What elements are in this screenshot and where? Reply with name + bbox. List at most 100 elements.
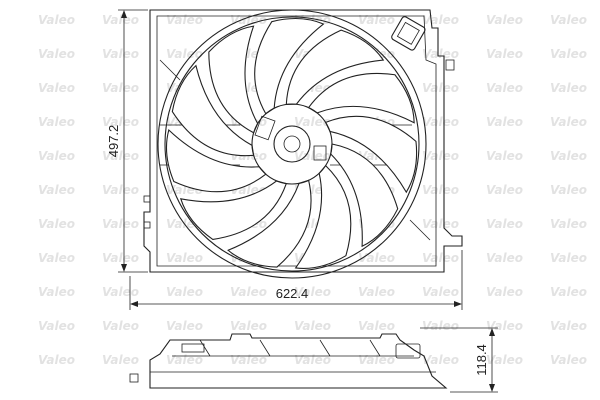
fan-blade	[254, 17, 325, 115]
watermark-text: Valeo	[422, 81, 459, 95]
watermark-text: Valeo	[102, 13, 139, 27]
motor-label-plate	[254, 115, 276, 141]
watermark-text: Valeo	[102, 217, 139, 231]
fan-ring-inner	[164, 16, 420, 272]
watermark-text: Valeo	[486, 115, 523, 129]
fan-blade	[294, 164, 352, 269]
fan-blade	[179, 180, 288, 240]
side-mounting-tab	[129, 373, 139, 383]
side-motor-mount	[181, 343, 205, 353]
watermark-text: Valeo	[358, 13, 395, 27]
motor-shaft	[283, 135, 301, 153]
watermark-text: Valeo	[422, 285, 459, 299]
watermark-text: Valeo	[38, 149, 75, 163]
watermark-text: Valeo	[230, 353, 267, 367]
dimension-depth-label: 118.4	[474, 344, 489, 376]
dimension-height: 497.2	[106, 9, 148, 273]
watermark-text: Valeo	[358, 353, 395, 367]
watermark-text: Valeo	[102, 115, 139, 129]
watermark-text: Valeo	[422, 183, 459, 197]
watermark-text: Valeo	[38, 251, 75, 265]
motor-connector	[313, 145, 327, 161]
watermark-text: Valeo	[422, 217, 459, 231]
watermark-text: Valeo	[294, 353, 331, 367]
watermark-text: Valeo	[166, 285, 203, 299]
watermark-text: Valeo	[166, 47, 203, 61]
dimension-width-label: 622.4	[276, 286, 309, 301]
watermark-text: Valeo	[422, 319, 459, 333]
watermark-text: Valeo	[102, 47, 139, 61]
watermark-text: Valeo	[422, 115, 459, 129]
watermark-text: Valeo	[550, 251, 587, 265]
watermark-text: Valeo	[486, 149, 523, 163]
watermark-text: Valeo	[550, 115, 587, 129]
watermark-text: Valeo	[486, 319, 523, 333]
side-view	[129, 333, 448, 389]
fan-blade	[165, 128, 267, 193]
watermark-text: Valeo	[166, 251, 203, 265]
watermark-text: Valeo	[358, 251, 395, 265]
side-connector	[395, 343, 421, 359]
motor-hub	[273, 125, 311, 163]
fan-blade	[307, 72, 415, 124]
watermark-text: Valeo	[486, 285, 523, 299]
watermark-text: Valeo	[358, 319, 395, 333]
watermark-text: Valeo	[550, 13, 587, 27]
side-shroud-body	[149, 333, 448, 389]
watermark-text: Valeo	[486, 81, 523, 95]
watermark-text: Valeo	[294, 149, 331, 163]
watermark-text: Valeo	[38, 81, 75, 95]
watermark-text: Valeo	[230, 319, 267, 333]
watermark-text: Valeo	[38, 13, 75, 27]
watermark-text: Valeo	[550, 353, 587, 367]
watermark-text: Valeo	[230, 13, 267, 27]
motor-housing	[251, 103, 333, 185]
dimension-height-label: 497.2	[106, 125, 121, 158]
fan-blade	[227, 179, 312, 268]
front-view	[143, 9, 463, 279]
watermark-text: Valeo	[294, 115, 331, 129]
watermark-text: Valeo	[486, 47, 523, 61]
watermark-text: Valeo	[102, 81, 139, 95]
watermark-text: Valeo	[38, 183, 75, 197]
watermark-text: Valeo	[550, 285, 587, 299]
watermark-text: Valeo	[38, 285, 75, 299]
watermark-text: Valeo	[102, 251, 139, 265]
fan-blade	[330, 143, 399, 248]
fan-ring-outer	[157, 9, 427, 279]
fan-blade	[324, 115, 418, 194]
watermark-text: Valeo	[102, 183, 139, 197]
watermark-text: Valeo	[38, 319, 75, 333]
watermark-text: Valeo	[230, 285, 267, 299]
shroud-frame	[143, 9, 463, 273]
watermark-text: Valeo	[486, 183, 523, 197]
watermark-text: Valeo	[422, 353, 459, 367]
watermark-text: Valeo	[550, 81, 587, 95]
mounting-tab	[143, 195, 151, 203]
watermark-text: Valeo	[422, 149, 459, 163]
watermark-text: Valeo	[294, 285, 331, 299]
watermark-text: Valeo	[422, 13, 459, 27]
watermark-text: Valeo	[358, 285, 395, 299]
watermark-text: Valeo	[550, 217, 587, 231]
watermark-text: Valeo	[486, 217, 523, 231]
watermark-text: Valeo	[486, 13, 523, 27]
resistor-block	[391, 16, 426, 51]
fan-blades	[165, 17, 418, 269]
watermark-text: Valeo	[102, 285, 139, 299]
watermark-text: Valeo	[38, 217, 75, 231]
fan-blade	[208, 25, 259, 134]
watermark-text: Valeo	[102, 149, 139, 163]
watermark-text: Valeo	[486, 251, 523, 265]
watermark-text: Valeo	[294, 319, 331, 333]
side-shroud-rib	[199, 339, 381, 357]
watermark-text: Valeo	[166, 353, 203, 367]
watermark-text: Valeo	[102, 319, 139, 333]
watermark-text: Valeo	[550, 183, 587, 197]
watermark-text: Valeo	[38, 115, 75, 129]
fan-blade	[285, 29, 385, 105]
watermark-text: Valeo	[166, 319, 203, 333]
dimension-width: 622.4	[129, 250, 463, 310]
fan-blade	[171, 64, 255, 157]
